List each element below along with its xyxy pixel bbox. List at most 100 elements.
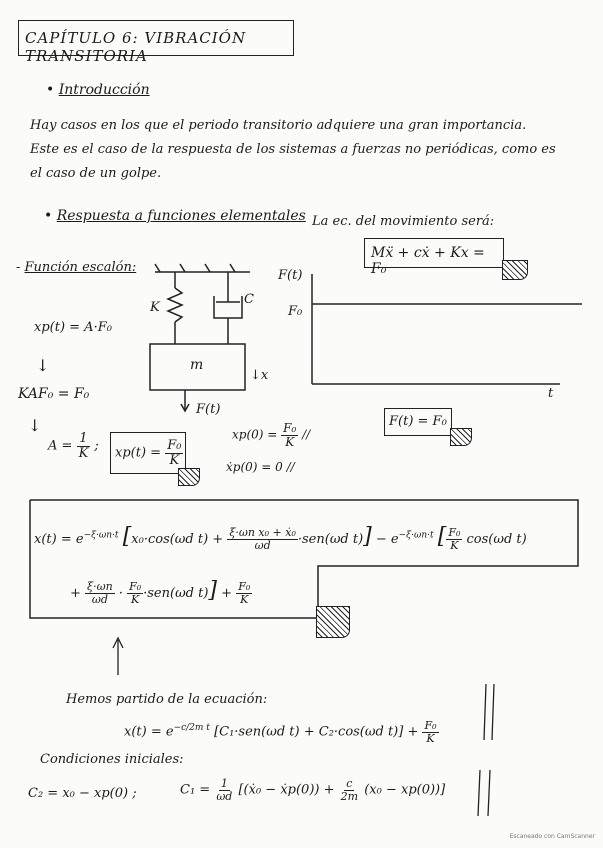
xp0-lhs: xp(0) = [232,427,278,442]
graph-xlabel: t [548,386,554,401]
solution-frac-5-den: K [240,593,249,606]
c1-tail: (x₀ − xp(0))] [364,782,446,798]
step-label-text: Función escalón: [24,260,137,275]
scanner-watermark: Escaneado con CamScanner [509,833,595,840]
intro-line-2: Este es el caso de la respuesta de los s… [30,142,556,157]
solution-line-1: x(t) = e−ξ·ωn·t [x₀·cos(ωd t) + ξ·ωn x₀ … [34,524,527,552]
intro-heading-text: Introducción [58,82,150,98]
solution-frac-1-den: ωd [254,539,271,552]
general-frac-num: F₀ [422,719,439,733]
motion-equation: Mẍ + cẋ + Kx = F₀ [371,245,485,277]
xp-num: F₀ [165,438,184,454]
c2-equation: C₂ = x₀ − xp(0) ; [28,786,137,801]
solution-plus: + [70,586,81,601]
c1-lhs: C₁ = [180,782,211,798]
a-lhs: A = [48,438,73,454]
solution-frac-3-num: ξ·ωn [85,580,115,594]
arrow-down: ↓ [28,416,42,435]
mass-label: m [190,357,204,373]
solution-frac-5-num: F₀ [236,580,253,594]
intro-heading: • Introducción [46,82,150,98]
intro-line-2b: periódicas, como es [425,142,556,157]
xp0-den: K [285,434,295,449]
solution-lhs: x(t) = e [34,532,84,547]
solution-frac-1-num: ξ·ωn x₀ + ẋ₀ [227,526,298,540]
general-body: [C₁·sen(ωd t) + C₂·cos(ωd t)] + [214,724,419,740]
general-frac-den: K [426,731,435,745]
solution-frac-4-den: K [130,593,140,606]
force-label: F(t) [196,402,221,417]
solution-frac-2-den: K [450,539,459,552]
graph-level: F₀ [288,304,303,319]
solution-term-1b: ·sen(ωd t) [297,532,364,547]
xp-den: K [169,452,180,468]
section-heading: • Respuesta a funciones elementales [44,208,306,224]
c1-den: ωd [216,789,233,803]
solution-minus: − e [375,532,399,547]
xpdot0-text: ẋp(0) = 0 [226,460,283,474]
solution-dot: · [118,586,123,601]
eq-intro: La ec. del movimiento será: [312,214,495,229]
solution-plus-2: + [221,586,233,601]
xpdot0-equation: ẋp(0) = 0 // [226,460,295,474]
solution-frac-3-den: ωd [91,593,108,606]
force-box-text: F(t) = F₀ [389,414,447,429]
motion-equation-box: Mẍ + cẋ + Kx = F₀ [364,238,504,277]
intro-line-1: Hay casos en los que el periodo transito… [30,118,527,133]
chapter-title: CAPÍTULO 6: VIBRACIÓN TRANSITORIA [18,20,294,65]
intro-line-3: el caso de un golpe. [30,166,162,181]
a-num: 1 [77,431,90,447]
solution-frac-4-num: F₀ [127,580,144,594]
arrow-down: ↓ [36,356,50,375]
solution-exp-1: −ξ·ωn·t [83,530,119,541]
initial-conditions: Condiciones iniciales: [40,752,184,767]
section-heading-text: Respuesta a funciones elementales [56,208,306,224]
xp-lhs: xp(t) = [115,445,162,461]
solution-exp-2: −ξ·ωn·t [398,530,434,541]
a-den: K [78,445,89,461]
hatch-mark [450,428,472,446]
general-lhs: x(t) = e [124,724,174,740]
graph-ylabel: F(t) [278,268,303,283]
damper-label: C [244,292,254,307]
xp-equation: xp(t) = A·F₀ [34,320,112,335]
c1-inner-num: c [344,777,355,791]
solution-term-2: cos(ωd t) [466,532,527,547]
general-exp: −c/2m t [173,723,210,734]
force-box: F(t) = F₀ [384,408,452,436]
step-label: - Función escalón: [16,260,137,275]
hatch-mark [502,260,528,280]
xp0-num: F₀ [281,421,299,436]
c1-inner-den: 2m [340,789,359,803]
general-equation: x(t) = e−c/2m t [C₁·sen(ωd t) + C₂·cos(ω… [124,720,439,744]
general-intro: Hemos partido de la ecuación: [66,692,268,707]
kaf-equation: KAF₀ = F₀ [18,386,90,402]
x-direction-label: ↓x [250,368,269,383]
solution-term-3: ·sen(ωd t) [143,586,209,601]
solution-frac-2-num: F₀ [446,526,463,540]
hatch-mark [178,468,200,486]
c1-num: 1 [218,777,230,791]
solution-term-1: x₀·cos(ωd t) + [131,532,224,547]
c1-body: [(ẋ₀ − ẋp(0)) + [238,782,335,798]
hatch-mark [316,606,350,638]
intro-line-2a: Este es el caso de la respuesta de los s… [30,142,422,157]
